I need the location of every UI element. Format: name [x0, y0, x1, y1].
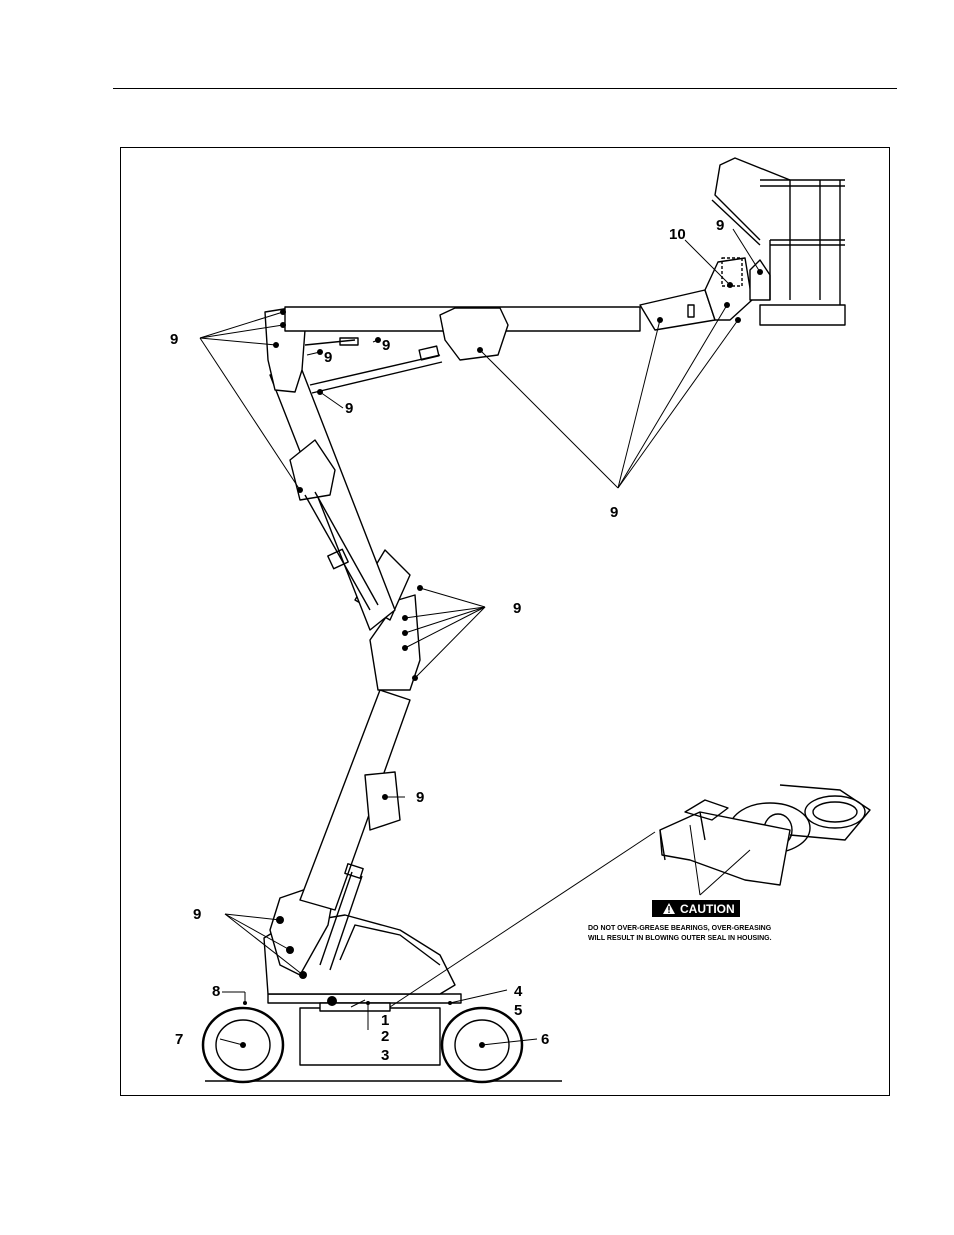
callout-6: 6	[541, 1031, 549, 1048]
warning-triangle-icon	[663, 903, 675, 914]
jib-arm	[284, 306, 641, 394]
header-rule	[113, 88, 897, 89]
grease-fittings	[240, 269, 763, 1048]
platform-basket	[711, 157, 846, 326]
callout-9-a: 9	[170, 331, 178, 348]
callout-8: 8	[212, 983, 220, 1000]
caution-line-1: DO NOT OVER-GREASE BEARINGS, OVER-GREASI…	[588, 925, 772, 932]
callout-7: 7	[175, 1031, 183, 1048]
figure-frame	[120, 147, 890, 1096]
callout-3: 3	[381, 1047, 389, 1064]
lower-boom	[269, 689, 411, 976]
callout-9-d: 9	[345, 400, 353, 417]
callout-9-c: 9	[382, 337, 390, 354]
callout-9-i: 9	[193, 906, 201, 923]
callout-9-e: 9	[513, 600, 521, 617]
caution-label: CAUTION	[680, 902, 735, 916]
callout-9-h: 9	[416, 789, 424, 806]
callout-9-g: 9	[716, 217, 724, 234]
caution-line-2: WILL RESULT IN BLOWING OUTER SEAL IN HOU…	[588, 935, 772, 942]
callout-2: 2	[381, 1028, 389, 1045]
callout-10: 10	[669, 226, 686, 243]
callout-9-f: 9	[610, 504, 618, 521]
callout-9-b: 9	[324, 349, 332, 366]
callout-5: 5	[514, 1002, 522, 1019]
caution-notice: CAUTION DO NOT OVER-GREASE BEARINGS, OVE…	[588, 900, 772, 942]
callout-1: 1	[381, 1012, 389, 1029]
callout-4: 4	[514, 983, 523, 1000]
slew-bearing-inset	[659, 784, 871, 886]
